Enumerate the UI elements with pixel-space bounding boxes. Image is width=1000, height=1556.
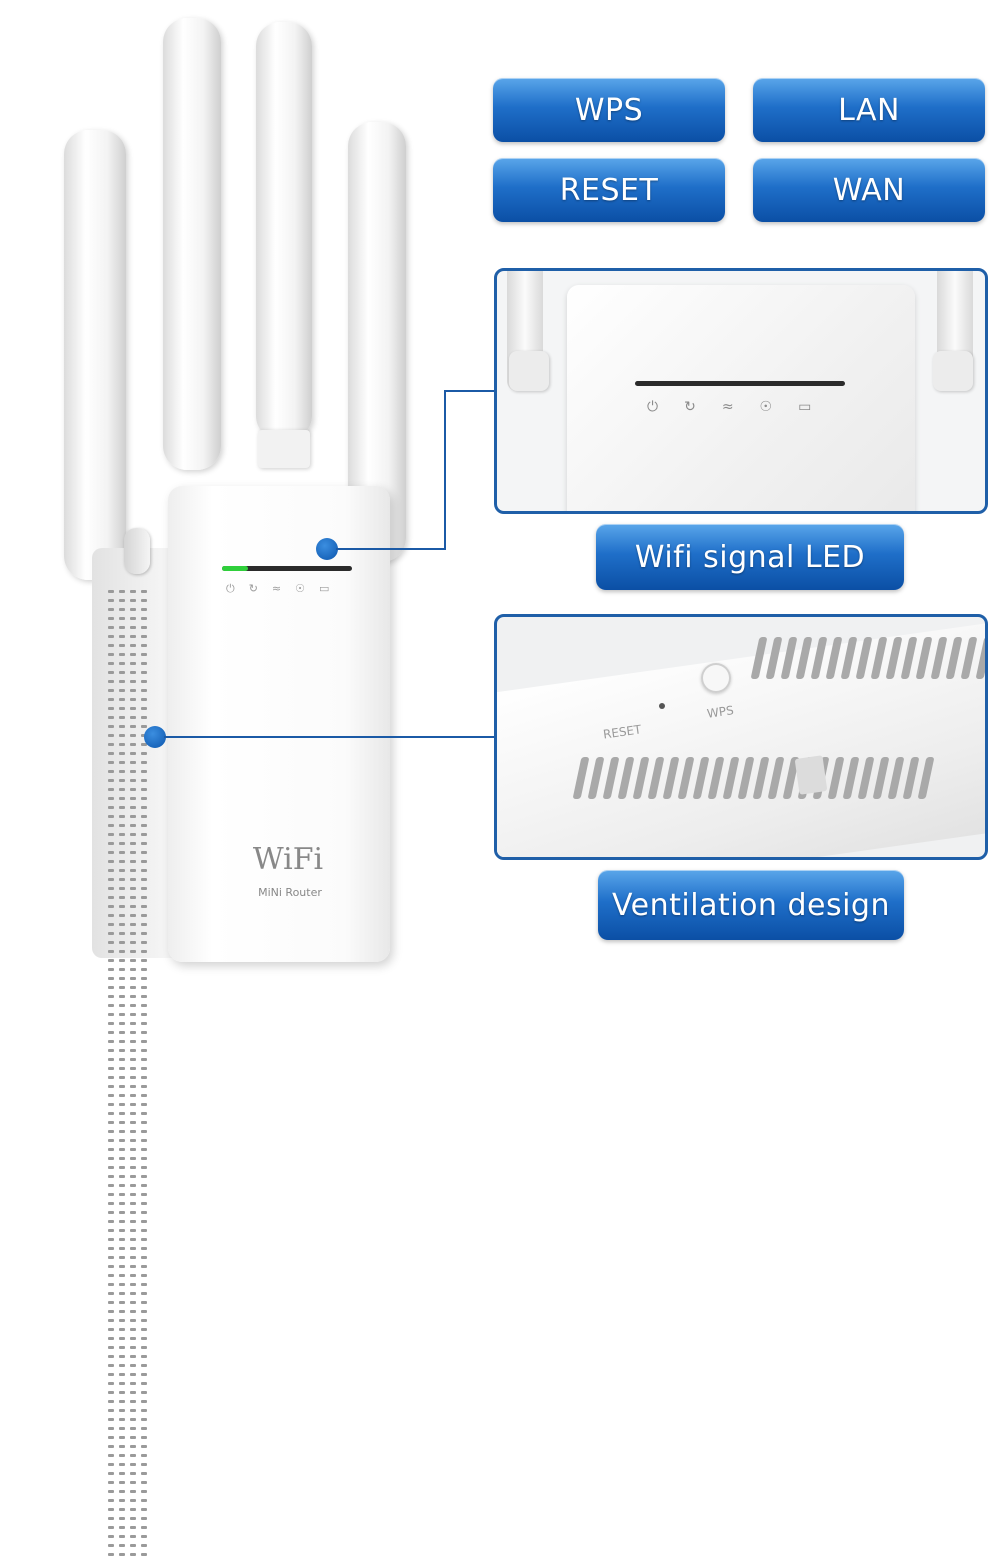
sync-icon: ↻ [248,582,258,595]
led-callout-line-h2 [444,390,496,392]
led-callout-dot [316,538,338,560]
power-icon: ⏻ [647,399,659,415]
power-icon: ⏻ [226,582,235,595]
sync-icon: ↻ [684,399,696,415]
wan-label: WAN [753,158,985,222]
monitor-icon: ▭ [798,399,812,415]
wps-button [701,663,731,693]
wifi-signal-led-label: Wifi signal LED [596,524,904,590]
wifi-logo: WiFi [252,842,324,877]
antenna-mid-left [163,18,221,470]
ventilation-zoom-frame: RESET WPS [494,614,988,860]
ethernet-icon: ☉ [295,582,306,595]
ventilation-design-label: Ventilation design [598,870,904,940]
antenna-left [64,130,126,580]
zoom-led-icons: ⏻ ↻ ≈ ☉ ▭ [647,399,811,415]
monitor-icon: ▭ [319,582,330,595]
router-subtitle: MiNi Router [258,886,322,899]
zoom-plug-prong [794,755,828,795]
led-strip [222,566,352,571]
antenna-mid-right [256,22,312,440]
antenna-hinge [258,430,310,468]
router-device: ⏻ ↻ ≈ ☉ ▭ WiFi MiNi Router [0,0,460,1556]
vent-callout-line [164,736,498,738]
led-callout-line-h [336,548,446,550]
wifi-icon: ≈ [721,399,734,415]
zoom-vent-slots-bottom [572,757,935,799]
zoom-vent-slots-top [750,637,985,679]
router-front-face [168,486,390,962]
side-vents [108,590,147,1556]
lan-label: LAN [753,78,985,142]
zoom-knob-left [509,351,549,391]
ethernet-icon: ☉ [759,399,773,415]
zoom-router-face [567,285,915,511]
led-callout-line-v [444,390,446,550]
antenna-knob [124,528,150,574]
power-led [222,566,248,571]
zoom-knob-right [933,351,973,391]
vent-callout-dot [144,726,166,748]
reset-hole [659,703,665,709]
wifi-icon: ≈ [271,582,282,595]
wps-label: WPS [493,78,725,142]
reset-label: RESET [493,158,725,222]
led-icons-row: ⏻ ↻ ≈ ☉ ▭ [226,582,329,596]
zoom-led-strip [635,381,845,386]
led-zoom-frame: ⏻ ↻ ≈ ☉ ▭ [494,268,988,514]
